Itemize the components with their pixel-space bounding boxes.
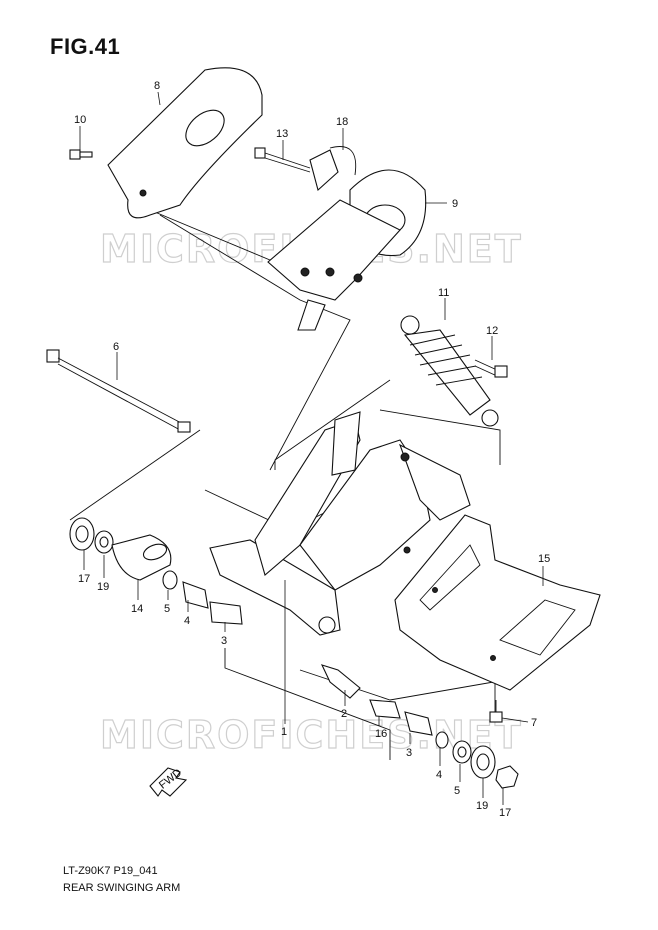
bolt-part-10: [69, 149, 93, 160]
figure-title: FIG.41: [50, 34, 121, 59]
callout-8: 8: [154, 80, 160, 92]
clip-part-18: [309, 146, 357, 192]
nut-part-7: [495, 765, 519, 789]
section-name: REAR SWINGING ARM: [63, 882, 181, 894]
cap-part-14: [111, 534, 172, 581]
callout-17-left: 17: [78, 573, 90, 585]
seal-part-17-right: [470, 745, 496, 779]
callout-14: 14: [131, 603, 143, 615]
watermark-bottom: MICROFICHES.NET: [100, 713, 523, 757]
callout-15: 15: [538, 553, 550, 565]
callout-5-left: 5: [164, 603, 170, 615]
callout-16: 7: [531, 717, 537, 729]
callout-12: 12: [486, 325, 498, 337]
shock-absorber-part-11: [400, 315, 499, 427]
callout-9: 9: [452, 198, 458, 210]
model-code: LT-Z90K7 P19_041: [63, 865, 158, 877]
pivot-shaft-part-6: [46, 349, 191, 433]
forward-arrow-icon: FWD: [149, 767, 188, 797]
callout-18: 18: [336, 116, 348, 128]
callout-5-right: 4: [436, 769, 442, 781]
callouts: 8 10 13 18 9 11 12 6 17 19 14 5 4 3 15 2…: [74, 80, 550, 819]
washer-part-19-right: [452, 740, 472, 764]
callout-11: 11: [438, 287, 449, 299]
callout-2: 2: [341, 708, 347, 720]
washer-part-19-left: [94, 530, 114, 554]
ring-part-5-right: [435, 731, 449, 749]
leader-lines: [79, 91, 544, 805]
bushing-part-4-right: [404, 711, 433, 736]
callout-10: 10: [74, 114, 86, 126]
callout-19-right: 5: [454, 785, 460, 797]
callout-19-left: 19: [97, 581, 109, 593]
bolt-part-13: [254, 147, 311, 173]
bolt-part-16: [489, 700, 503, 723]
callout-17-right: 19: [476, 800, 488, 812]
bearing-part-3-right: [369, 699, 401, 719]
callout-3-right: 16: [375, 728, 387, 740]
callout-3-left: 3: [221, 635, 227, 647]
skid-plate-part-15: [394, 514, 601, 691]
seal-part-17-left: [69, 517, 95, 551]
callout-4-left: 4: [184, 615, 190, 627]
chain-cover-part-8: [107, 67, 263, 219]
bushing-part-4-left: [182, 581, 209, 609]
bearing-part-3-left: [209, 601, 243, 625]
swing-arm-part-1: [209, 411, 471, 636]
bushing-part-2: [320, 664, 361, 699]
callout-4-right: 3: [406, 747, 412, 759]
bracket-plate: [267, 199, 401, 331]
bolt-part-12: [474, 359, 508, 378]
callout-7: 17: [499, 807, 511, 819]
ring-part-5-left: [162, 570, 178, 590]
callout-13: 13: [276, 128, 288, 140]
callout-6: 6: [113, 341, 119, 353]
callout-1: 1: [281, 726, 287, 738]
